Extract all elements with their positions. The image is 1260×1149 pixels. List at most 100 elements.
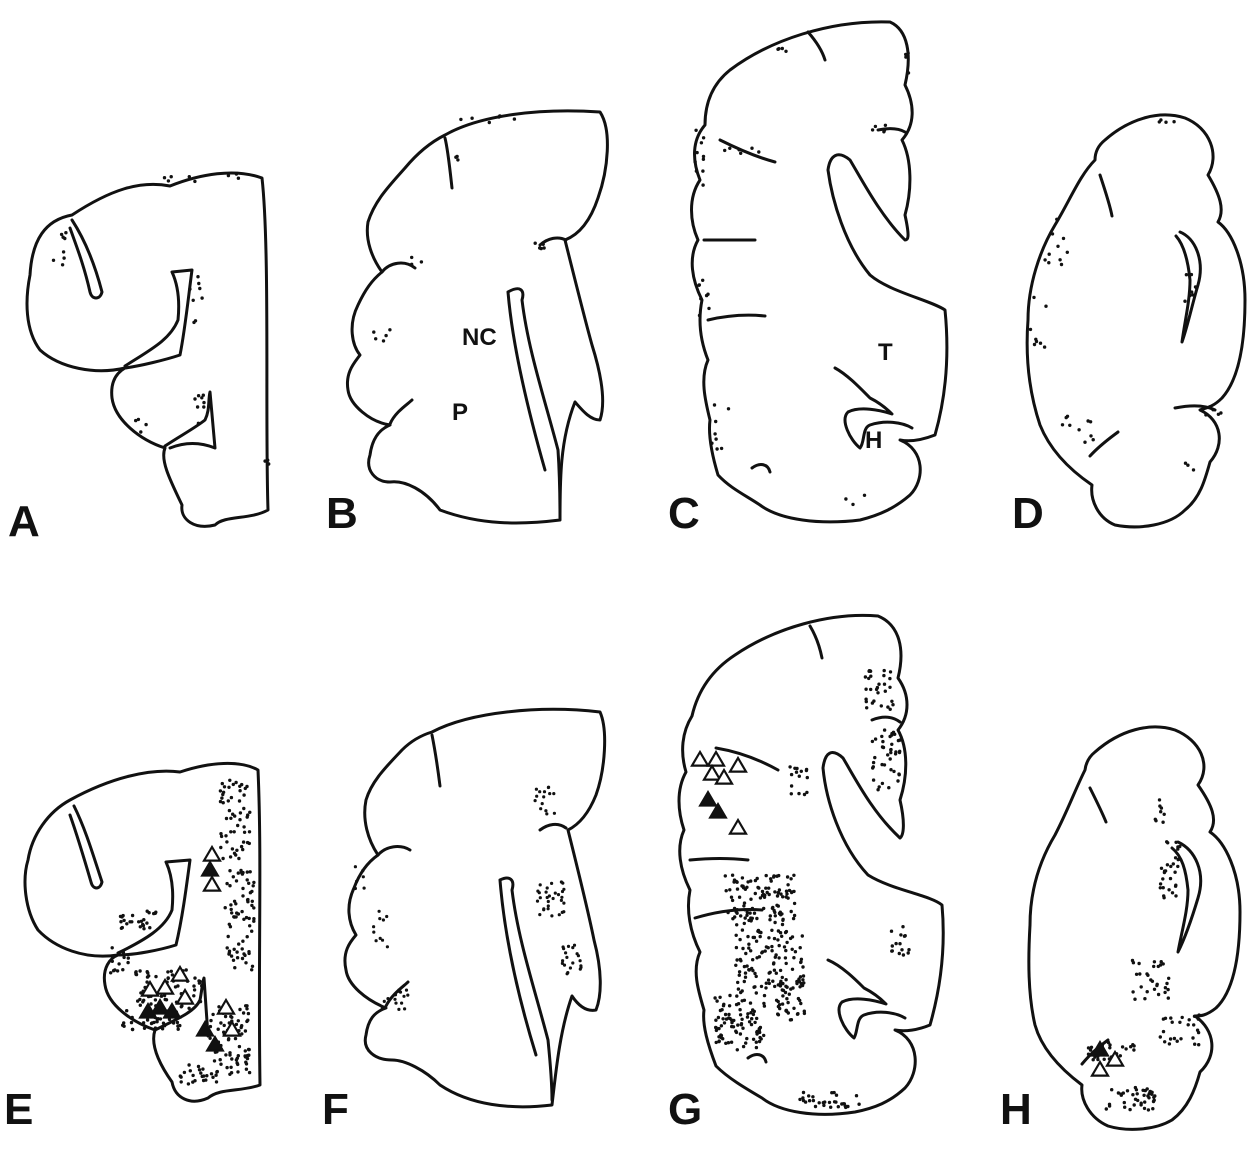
labeled-cell-dot	[117, 962, 120, 965]
labeled-cell-dot	[768, 918, 771, 921]
labeled-cell-dot	[776, 1012, 779, 1015]
labeled-cell-dot	[209, 1019, 212, 1022]
labeled-cell-dot	[550, 882, 553, 885]
labeled-cell-dot	[236, 1070, 239, 1073]
labeled-cell-dot	[785, 892, 788, 895]
labeled-cell-dot	[560, 899, 563, 902]
labeled-cell-dot	[1158, 798, 1161, 801]
labeled-cell-dot	[731, 899, 734, 902]
section-outline-e	[25, 763, 260, 1101]
labeled-cell-dot	[732, 1025, 735, 1028]
labeled-cell-dot	[739, 958, 742, 961]
labeled-cell-dot	[250, 930, 253, 933]
open-triangle-marker	[730, 758, 746, 772]
labeled-cell-dot	[731, 874, 734, 877]
labeled-cell-dot	[189, 1069, 192, 1072]
labeled-cell-dot	[241, 848, 244, 851]
labeled-cell-dot	[542, 795, 545, 798]
labeled-cell-dot	[794, 950, 797, 953]
labeled-cell-dot	[62, 256, 65, 259]
labeled-cell-dot	[750, 1017, 753, 1020]
labeled-cell-dot	[1159, 1035, 1162, 1038]
labeled-cell-dot	[230, 908, 233, 911]
label-h: H	[865, 427, 882, 454]
labeled-cell-dot	[1157, 993, 1160, 996]
labeled-cell-dot	[790, 910, 793, 913]
labeled-cell-dot	[561, 962, 564, 965]
labeled-cell-dot	[400, 1002, 403, 1005]
sulcus-c-6	[878, 129, 905, 132]
labeled-cell-dot	[724, 1013, 727, 1016]
labeled-cell-dot	[771, 980, 774, 983]
labeled-cell-dot	[1217, 413, 1220, 416]
labeled-cell-dot	[802, 974, 805, 977]
labeled-cell-dot	[224, 834, 227, 837]
labeled-cell-dot	[865, 700, 868, 703]
labeled-cell-dot	[1187, 1023, 1190, 1026]
labeled-cell-dot	[561, 882, 564, 885]
labeled-cell-dot	[1134, 1098, 1137, 1101]
labeled-cell-dot	[122, 1021, 125, 1024]
labeled-cell-dot	[176, 984, 179, 987]
labeled-cell-dot	[375, 939, 378, 942]
labeled-cell-dot	[754, 879, 757, 882]
labeled-cell-dot	[762, 1002, 765, 1005]
labeled-cell-dot	[788, 993, 791, 996]
labeled-cell-dot	[221, 782, 224, 785]
labeled-cell-dot	[1131, 990, 1134, 993]
labeled-cell-dot	[246, 813, 249, 816]
sulcus-f-1	[432, 735, 440, 786]
labeled-cell-dot	[762, 1034, 765, 1037]
labeled-cell-dot	[224, 1015, 227, 1018]
labeled-cell-dot	[579, 964, 582, 967]
labeled-cell-dot	[1190, 290, 1193, 293]
labeled-cell-dot	[1092, 438, 1095, 441]
labeled-cell-dot	[865, 706, 868, 709]
labeled-cell-dot	[741, 999, 744, 1002]
labeled-cell-dot	[354, 887, 357, 890]
labeled-cell-dot	[187, 1063, 190, 1066]
labeled-cell-dot	[1051, 232, 1054, 235]
labeled-cell-dot	[799, 1002, 802, 1005]
labeled-cell-dot	[1162, 886, 1165, 889]
labeled-cell-dot	[245, 1068, 248, 1071]
labeled-cell-dot	[247, 952, 250, 955]
labeled-cell-dot	[755, 975, 758, 978]
labeled-cell-dot	[740, 1022, 743, 1025]
labeled-cell-dot	[736, 1048, 739, 1051]
labeled-cell-dot	[1141, 1089, 1144, 1092]
section-outline-f	[345, 709, 605, 1106]
labeled-cell-dot	[198, 1068, 201, 1071]
labeled-cell-dot	[748, 1020, 751, 1023]
labeled-cell-dot	[715, 447, 718, 450]
labeled-cell-dot	[736, 908, 739, 911]
labeled-cell-dot	[1211, 408, 1214, 411]
labeled-cell-dot	[767, 936, 770, 939]
labeled-cell-dot	[863, 494, 866, 497]
labeled-cell-dot	[777, 874, 780, 877]
labeled-cell-dot	[735, 934, 738, 937]
labeled-cell-dot	[744, 916, 747, 919]
labeled-cell-dot	[720, 447, 723, 450]
labeled-cell-dot	[219, 846, 222, 849]
labeled-cell-dot	[735, 946, 738, 949]
panel-letter-b: B	[326, 489, 358, 538]
labeled-cell-dot	[1161, 821, 1164, 824]
labeled-cell-dot	[233, 948, 236, 951]
labeled-cell-dot	[772, 909, 775, 912]
panel-h	[1029, 727, 1240, 1129]
labeled-cell-dot	[1192, 468, 1195, 471]
labeled-cell-dot	[1163, 813, 1166, 816]
labeled-cell-dot	[378, 910, 381, 913]
labeled-cell-dot	[776, 938, 779, 941]
labeled-cell-dot	[406, 994, 409, 997]
labeled-cell-dot	[878, 785, 881, 788]
labeled-cell-dot	[146, 971, 149, 974]
labeled-cell-dot	[420, 260, 423, 263]
labeled-cell-dot	[550, 914, 553, 917]
labeled-cell-dot	[768, 982, 771, 985]
labeled-cell-dot	[872, 761, 875, 764]
labeled-cell-dot	[213, 1059, 216, 1062]
labeled-cell-dot	[784, 985, 787, 988]
labeled-cell-dot	[546, 896, 549, 899]
